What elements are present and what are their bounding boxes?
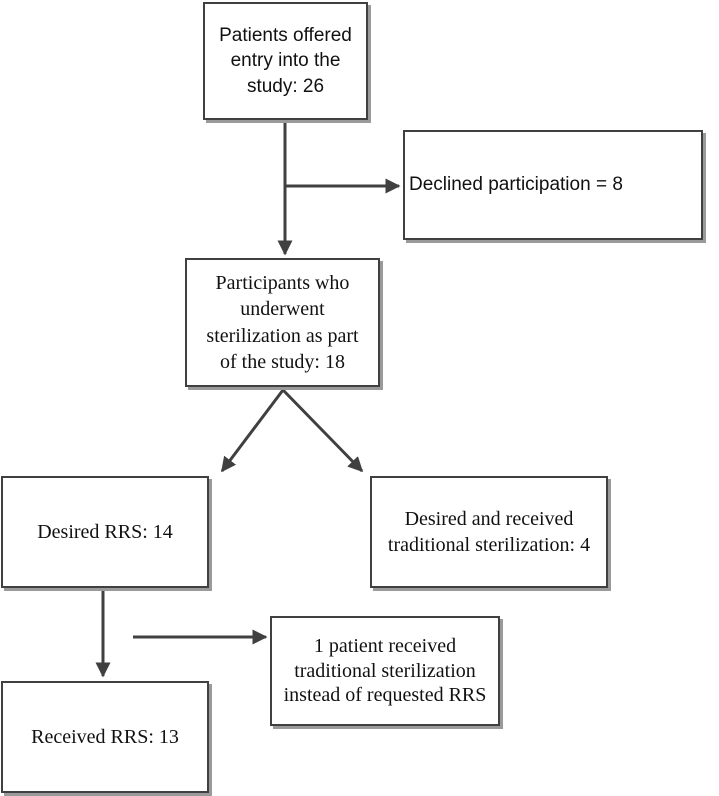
node-traditional-sterilization-text: Desired and received traditional sterili…	[387, 507, 591, 556]
node-desired-rrs: Desired RRS: 14	[1, 476, 209, 588]
node-received-rrs-text: Received RRS: 13	[31, 725, 179, 748]
node-received-rrs: Received RRS: 13	[1, 681, 209, 793]
node-declined-participation-text: Declined participation = 8	[409, 174, 623, 196]
node-desired-rrs-text: Desired RRS: 14	[37, 520, 173, 543]
node-traditional-sterilization: Desired and received traditional sterili…	[370, 476, 608, 588]
node-declined-participation: Declined participation = 8	[403, 130, 703, 240]
node-one-patient-traditional-text: 1 patient received traditional steriliza…	[283, 635, 487, 707]
node-patients-offered-text: Patients offered entry into the study: 2…	[219, 25, 352, 97]
node-one-patient-traditional: 1 patient received traditional steriliza…	[270, 616, 500, 726]
node-participants-sterilization: Participants who underwent sterilization…	[185, 258, 380, 387]
node-patients-offered: Patients offered entry into the study: 2…	[203, 2, 368, 120]
node-participants-sterilization-text: Participants who underwent sterilization…	[206, 271, 359, 373]
arrow-participants-to-desired-rrs	[220, 389, 285, 473]
arrow-participants-to-traditional	[281, 388, 364, 473]
